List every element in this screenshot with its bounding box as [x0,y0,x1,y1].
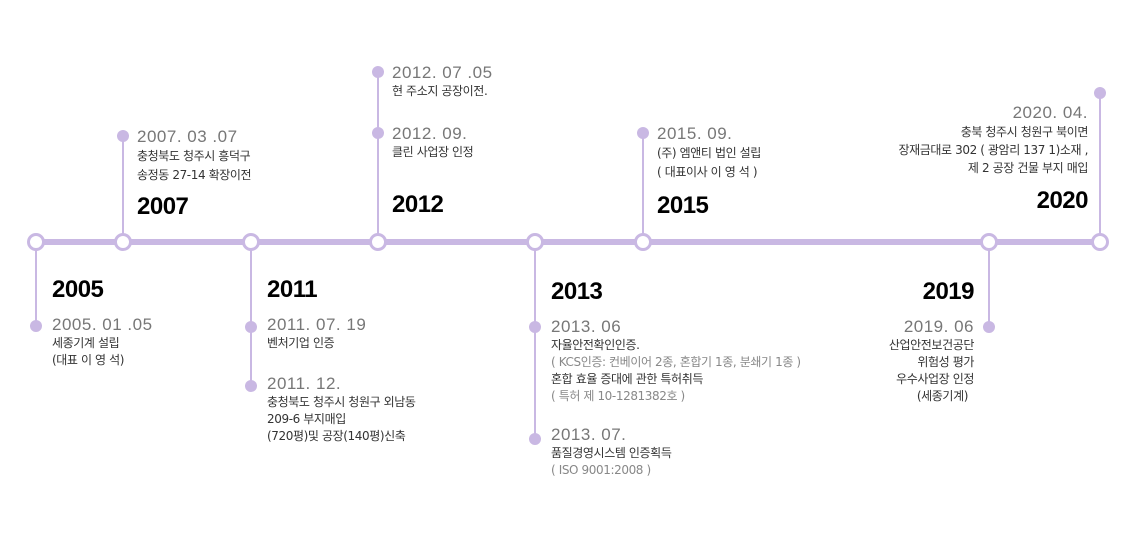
node-2012 [369,233,387,251]
milestone-2013: 2013 2013. 06 자율안전확인인증. ( KCS인증: 컨베이어 2종… [551,278,801,479]
milestone-2011: 2011 2011. 07. 19 벤처기업 인증 2011. 12. 충청북도… [267,276,416,445]
event-dot [372,127,384,139]
event-desc: (주) 엠앤티 법인 설립 [657,146,761,160]
event-dot [372,66,384,78]
event-dot [529,321,541,333]
event-desc: (세종기계) [916,389,969,403]
event-desc: 벤처기업 인증 [267,336,335,350]
milestone-2019: 2019 2019. 06 산업안전보건공단 위험성 평가 우수사업장 인정 (… [888,278,975,405]
node-2011 [242,233,260,251]
stem-2011 [250,242,252,386]
milestone-2020: 2020. 04. 충북 청주시 청원구 북이면 장재금대로 302 ( 광암리… [898,103,1088,215]
event-dot [637,127,649,139]
year-label: 2007 [137,193,189,220]
event-date: 2015. 09. [657,124,733,143]
event-desc: 현 주소지 공장이전. [392,84,488,98]
event-desc: 산업안전보건공단 [888,338,975,352]
node-2005 [27,233,45,251]
milestone-2007: 2007. 03 .07 충청북도 청주시 흥덕구 송정동 27-14 확장이전… [137,127,252,221]
node-2019 [980,233,998,251]
node-2020 [1091,233,1109,251]
event-dot [1094,87,1106,99]
event-desc: 충청북도 청주시 청원구 외남동 [267,395,416,409]
node-2015 [634,233,652,251]
event-date: 2011. 07. 19 [267,315,367,334]
event-date: 2013. 06 [551,317,622,336]
event-desc: 위험성 평가 [917,355,974,369]
event-date: 2011. 12. [267,374,342,393]
event-desc: 충북 청주시 청원구 북이면 [960,125,1089,139]
event-desc: 우수사업장 인정 [896,372,974,386]
year-label: 2005 [52,276,104,303]
stem-2013 [534,242,536,439]
stem-2015 [642,133,644,242]
year-label: 2020 [1036,187,1089,214]
event-note: ( 특허 제 10-1281382호 ) [551,389,685,403]
stem-2012 [377,72,379,242]
event-date: 2012. 09. [392,124,468,143]
event-desc: 품질경영시스템 인증획득 [551,446,672,460]
event-desc: 세종기계 설립 [52,336,120,350]
event-date: 2013. 07. [551,425,627,444]
year-label: 2011 [267,276,318,303]
event-dot [529,433,541,445]
milestone-2012: 2012. 07 .05 현 주소지 공장이전. 2012. 09. 클린 사업… [392,63,493,219]
milestone-2005: 2005 2005. 01 .05 세종기계 설립 (대표 이 영 석) [52,276,153,369]
event-dot [245,321,257,333]
event-desc: 장재금대로 302 ( 광암리 137 1)소재 , [898,143,1088,157]
stem-2005 [35,242,37,326]
year-label: 2015 [657,192,709,219]
event-note: ( ISO 9001:2008 ) [551,463,651,477]
event-desc: 송정동 27-14 확장이전 [137,168,252,182]
event-dot [30,320,42,332]
event-desc: 클린 사업장 인정 [392,145,474,159]
timeline-axis [36,239,1100,245]
event-desc: 자율안전확인인증. [551,338,640,352]
event-desc: 혼합 효율 증대에 관한 특허취득 [551,372,703,386]
event-date: 2019. 06 [903,317,974,336]
event-date: 2005. 01 .05 [52,315,153,334]
stem-2020 [1099,93,1101,242]
event-desc: 제 2 공장 건물 부지 매입 [967,161,1088,175]
year-label: 2012 [392,191,444,218]
event-desc: 209-6 부지매입 [267,412,346,426]
node-2013 [526,233,544,251]
event-date: 2012. 07 .05 [392,63,493,82]
event-note: ( KCS인증: 컨베이어 2종, 혼합기 1종, 분쇄기 1종 ) [551,355,801,369]
event-dot [983,321,995,333]
event-dot [245,380,257,392]
node-2007 [114,233,132,251]
event-date: 2007. 03 .07 [137,127,238,146]
year-label: 2013 [551,278,603,305]
event-dot [117,130,129,142]
event-desc: 충청북도 청주시 흥덕구 [137,149,251,163]
event-desc: ( 대표이사 이 영 석 ) [657,165,758,179]
year-label: 2019 [922,278,975,305]
stem-2019 [988,242,990,327]
milestone-2015: 2015. 09. (주) 엠앤티 법인 설립 ( 대표이사 이 영 석 ) 2… [657,124,761,220]
event-desc: (720평)및 공장(140평)신축 [267,429,406,443]
stem-2007 [122,136,124,242]
event-desc: (대표 이 영 석) [52,353,125,367]
event-date: 2020. 04. [1012,103,1088,122]
